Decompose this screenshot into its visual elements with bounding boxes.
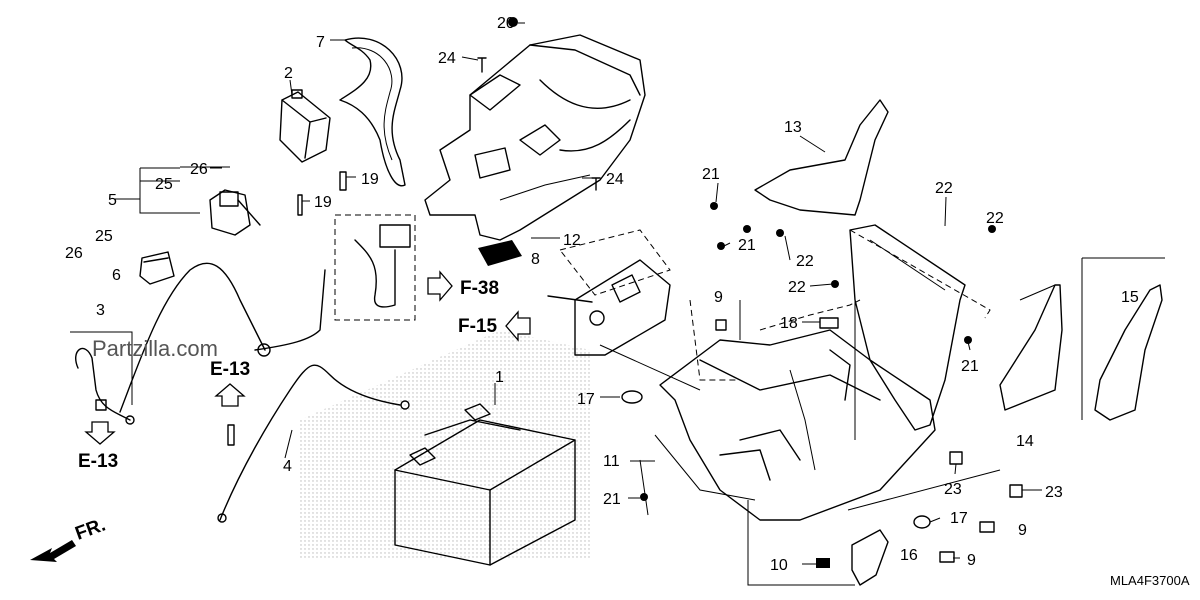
part-16-bracket [851,529,889,586]
callout: 21 [961,358,979,375]
callout: 1 [495,369,504,386]
part-8-pad [478,240,522,266]
callout: 21 [702,166,720,183]
part-7-cover [339,37,406,187]
callout: 9 [967,552,976,569]
ref-label-f-38: F-38 [460,278,499,299]
callout: 21 [603,491,621,508]
part-11-lower-tray [659,329,936,521]
part-2-fuse-box [279,89,331,163]
arrow-to-f-15 [505,310,531,342]
callout: 22 [788,279,806,296]
callout: 7 [316,34,325,51]
callout: 10 [770,557,788,574]
callout: 17 [950,510,968,527]
part-1-battery [394,403,576,566]
callout: 23 [944,481,962,498]
front-label: FR. [73,514,109,544]
part-10-pad [816,558,830,568]
callout-labels: 1 2 3 4 5 6 7 8 9 9 9 10 11 12 13 14 15 … [65,15,1139,574]
callout: 13 [784,119,802,136]
callout: 15 [1121,289,1139,306]
callout: 22 [796,253,814,270]
part-frame-plate [547,229,671,356]
callout: 8 [531,251,540,268]
callout: 21 [738,237,756,254]
diagram-code: MLA4F3700A [1110,573,1190,588]
callout: 3 [96,302,105,319]
callout: 17 [577,391,595,408]
part-9-nuts [715,319,995,563]
callout: 5 [108,192,117,209]
callout: 9 [714,289,723,306]
group-lines [70,166,1056,586]
part-17-grommets [621,390,931,529]
callout: 25 [155,176,173,193]
callout: 11 [603,453,620,470]
callout: 2 [284,65,293,82]
part-18-pad [819,317,839,329]
ref-label-e-13-lower: E-13 [78,451,118,472]
part-13-shield [754,99,889,216]
battery-shading [300,330,590,560]
part-5-relay [209,189,261,236]
part-3-harness [75,262,326,425]
callout: 19 [314,194,332,211]
callout: 23 [1045,484,1063,501]
callout: 24 [438,50,456,67]
callout: 20 [497,15,515,32]
part-19-bolts [297,171,347,216]
callout: 16 [900,547,918,564]
part-frame-bracket [849,224,966,431]
part-4-cable [217,364,410,523]
callout: 26 [190,161,208,178]
part-6-boot [139,251,175,285]
front-arrow-icon [30,540,76,562]
ref-label-e-13-upper: E-13 [210,359,250,380]
callout: 24 [606,171,624,188]
callout: 14 [1016,433,1034,450]
callout: 6 [112,267,121,284]
callout: 25 [95,228,113,245]
callout: 22 [935,180,953,197]
part-15-side-cover [1094,284,1163,421]
callout: 18 [780,315,798,332]
arrow-to-e-13-down [84,421,116,445]
arrow-to-e-13-up [214,383,246,407]
ref-label-f-15: F-15 [458,316,498,337]
callout: 12 [563,232,581,249]
arrow-to-f-38 [427,270,453,302]
watermark: Partzilla.com [92,336,218,361]
part-14-side-cover [999,284,1063,411]
battery-cable-box [334,214,416,321]
callout-leaders [210,22,1042,565]
callout: 4 [283,458,292,475]
callout: 22 [986,210,1004,227]
callout: 26 [65,245,83,262]
callout: 9 [1018,522,1027,539]
part-12-storage-box [424,34,646,241]
callout: 19 [361,171,379,188]
